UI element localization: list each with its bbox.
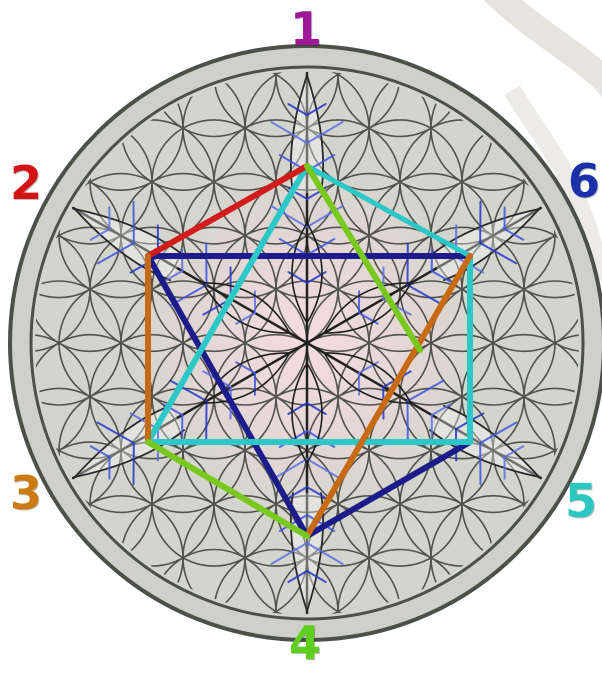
vertex-label-5: 5 <box>565 478 597 524</box>
vertex-label-4: 4 <box>289 620 321 666</box>
vertex-label-6: 6 <box>568 158 600 204</box>
vertex-label-2: 2 <box>10 160 42 206</box>
vertex-label-1: 1 <box>290 6 322 52</box>
vertex-label-3: 3 <box>10 470 42 516</box>
